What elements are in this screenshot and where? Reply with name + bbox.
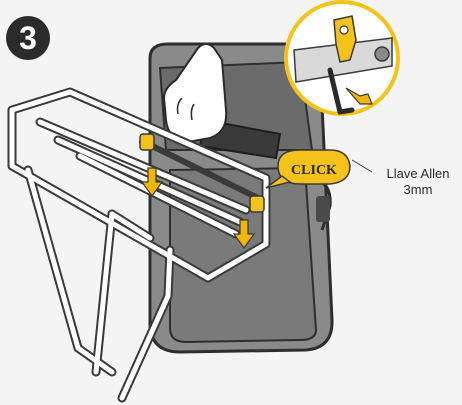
rail-clip-left xyxy=(139,133,155,151)
inset-bolt xyxy=(374,46,390,62)
allen-key-icon xyxy=(327,67,355,115)
click-label: CLICK xyxy=(291,163,337,178)
arrow-down-icon xyxy=(140,167,164,198)
step-number: 3 xyxy=(19,20,37,56)
arrow-down-icon xyxy=(232,219,256,250)
tool-name: Llave Allen xyxy=(387,166,450,181)
tool-size: 3mm xyxy=(404,182,433,197)
hand-icon xyxy=(162,43,228,144)
click-callout: CLICK xyxy=(265,149,351,189)
step-badge: 3 xyxy=(6,16,50,60)
arrow-right-icon xyxy=(345,87,373,105)
tool-annotation: Llave Allen 3mm xyxy=(351,159,450,197)
rail-clip-right xyxy=(249,195,265,213)
mounting-rail xyxy=(138,133,265,213)
detail-inset xyxy=(284,0,400,116)
